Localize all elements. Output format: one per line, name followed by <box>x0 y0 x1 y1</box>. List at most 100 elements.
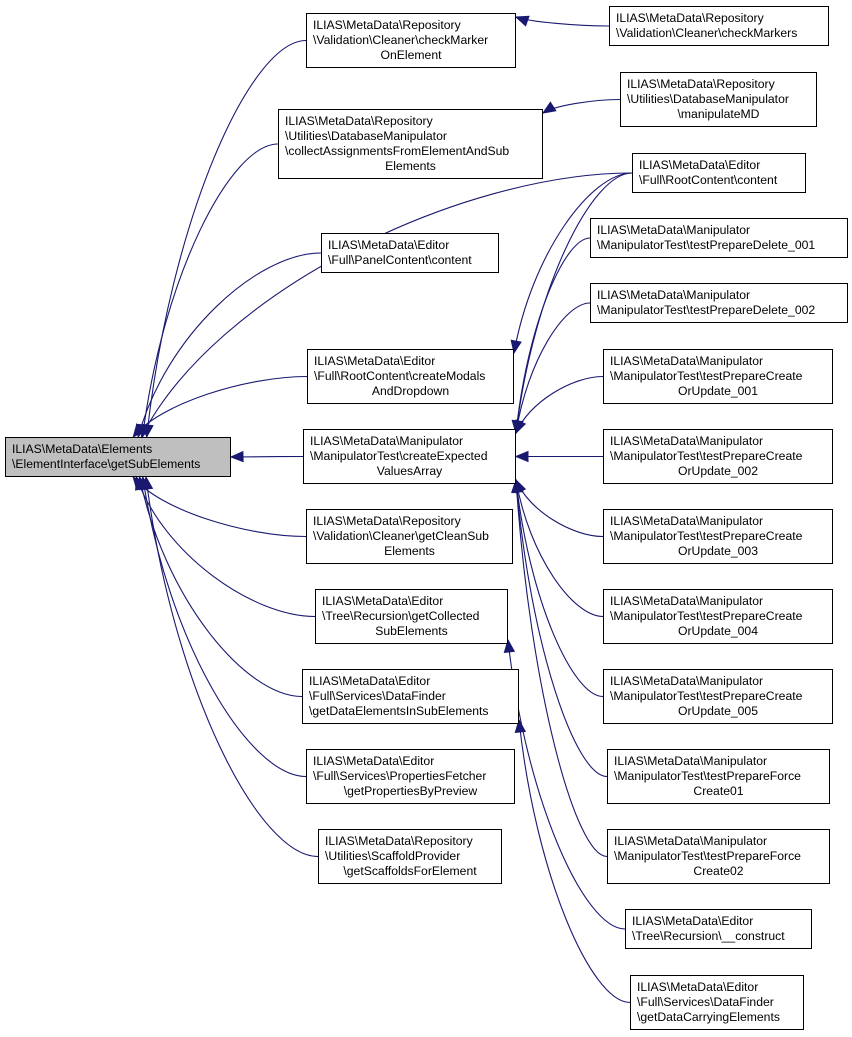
node-label-line: \ManipulatorTest\testPrepareForce <box>614 849 801 863</box>
node-label-line: \Full\Services\DataFinder <box>309 689 446 703</box>
node-label-line: \Utilities\DatabaseManipulator <box>285 129 447 143</box>
node-getCleanSubElements[interactable]: ILIAS\MetaData\Repository \Validation\Cl… <box>306 509 513 564</box>
node-testPrepareCreateOrUpdate-003[interactable]: ILIAS\MetaData\Manipulator \ManipulatorT… <box>603 509 833 564</box>
arrowhead-icon <box>514 718 527 734</box>
edge-r6-to-n5 <box>515 375 604 434</box>
node-label-line: ILIAS\MetaData\Editor <box>639 158 761 172</box>
edge-r3-to-n4 <box>513 172 633 354</box>
node-label-line: ILIAS\MetaData\Repository <box>285 114 433 128</box>
node-label-line: \ManipulatorTest\testPrepareCreate <box>610 449 803 463</box>
edge-r3-to-n5 <box>515 172 633 434</box>
node-label-line: ILIAS\MetaData\Manipulator <box>614 834 768 848</box>
node-collectAssignmentsFromElementAndSubElements[interactable]: ILIAS\MetaData\Repository \Utilities\Dat… <box>278 109 543 179</box>
node-label-line: \Full\RootContent\content <box>639 173 778 187</box>
edge-r9-to-n5 <box>515 479 604 618</box>
node-label-line: OrUpdate_005 <box>678 704 758 718</box>
edge-n8-to-root <box>139 476 303 698</box>
node-label-line: OnElement <box>380 48 442 62</box>
node-label-line: \Validation\Cleaner\checkMarker <box>313 33 489 47</box>
edge-r11-to-n5 <box>515 479 608 778</box>
arrowhead-icon <box>541 101 557 114</box>
node-label-line: ILIAS\MetaData\Manipulator <box>610 434 764 448</box>
edge-n6-to-root <box>132 476 307 538</box>
node-getPropertiesByPreview[interactable]: ILIAS\MetaData\Editor \Full\Services\Pro… <box>306 749 515 804</box>
node-label-line: Create02 <box>693 864 744 878</box>
node-label-line: ILIAS\MetaData\Editor <box>328 238 450 252</box>
node-testPrepareForceCreate02[interactable]: ILIAS\MetaData\Manipulator \ManipulatorT… <box>607 829 830 884</box>
node-label-line: ILIAS\MetaData\Editor <box>632 914 754 928</box>
node-recursion-construct[interactable]: ILIAS\MetaData\Editor \Tree\Recursion\__… <box>625 909 812 949</box>
edge-r14-to-n8 <box>518 719 631 1004</box>
node-checkMarkerOnElement[interactable]: ILIAS\MetaData\Repository \Validation\Cl… <box>306 13 516 68</box>
node-label-line: \ManipulatorTest\testPrepareCreate <box>610 689 803 703</box>
node-rootcontent-content[interactable]: ILIAS\MetaData\Editor \Full\RootContent\… <box>632 153 806 193</box>
node-label-line: ILIAS\MetaData\Manipulator <box>614 754 768 768</box>
arrowhead-icon <box>511 478 523 493</box>
edge-n3-to-root <box>137 252 322 438</box>
arrowhead-icon <box>141 475 154 491</box>
node-label-line: \Utilities\DatabaseManipulator <box>627 92 789 106</box>
edge-n2-to-root <box>141 143 279 438</box>
node-label-line: \Tree\Recursion\__construct <box>632 929 785 943</box>
node-label-line: \getDataElementsInSubElements <box>309 704 489 718</box>
node-testPrepareCreateOrUpdate-002[interactable]: ILIAS\MetaData\Manipulator \ManipulatorT… <box>603 429 833 484</box>
node-label-line: \manipulateMD <box>677 107 760 121</box>
node-label-line: OrUpdate_003 <box>678 544 758 558</box>
arrowhead-icon <box>229 450 244 463</box>
node-label-line: ILIAS\MetaData\Manipulator <box>597 288 751 302</box>
node-testPrepareCreateOrUpdate-005[interactable]: ILIAS\MetaData\Manipulator \ManipulatorT… <box>603 669 833 724</box>
node-testPrepareCreateOrUpdate-004[interactable]: ILIAS\MetaData\Manipulator \ManipulatorT… <box>603 589 833 644</box>
node-getDataCarryingElements[interactable]: ILIAS\MetaData\Editor \Full\Services\Dat… <box>630 975 804 1030</box>
node-label-line: \ElementInterface\getSubElements <box>12 457 201 471</box>
edge-n4-to-root <box>132 375 308 438</box>
node-checkMarkers[interactable]: ILIAS\MetaData\Repository \Validation\Cl… <box>609 6 829 46</box>
node-label-line: \ManipulatorTest\createExpected <box>310 449 488 463</box>
edge-r1-to-n1 <box>515 16 610 27</box>
arrowhead-icon <box>503 638 516 654</box>
node-getDataElementsInSubElements[interactable]: ILIAS\MetaData\Editor \Full\Services\Dat… <box>302 669 519 724</box>
node-label-line: ILIAS\MetaData\Repository <box>313 514 461 528</box>
node-label-line: \Utilities\ScaffoldProvider <box>325 849 461 863</box>
node-label-line: ValuesArray <box>376 464 443 478</box>
node-label-line: ILIAS\MetaData\Repository <box>616 11 764 25</box>
node-manipulateMD[interactable]: ILIAS\MetaData\Repository \Utilities\Dat… <box>620 72 817 127</box>
edge-r4-to-n5 <box>515 237 591 434</box>
node-label-line: Elements <box>384 544 435 558</box>
node-testPrepareDelete-001[interactable]: ILIAS\MetaData\Manipulator \ManipulatorT… <box>590 218 848 258</box>
node-createExpectedValuesArray[interactable]: ILIAS\MetaData\Manipulator \ManipulatorT… <box>303 429 516 484</box>
node-testPrepareDelete-002[interactable]: ILIAS\MetaData\Manipulator \ManipulatorT… <box>590 283 848 323</box>
node-getCollectedSubElements[interactable]: ILIAS\MetaData\Editor \Tree\Recursion\ge… <box>315 589 508 644</box>
edge-n7-to-root <box>135 476 316 618</box>
node-label-line: ILIAS\MetaData\Repository <box>325 834 473 848</box>
node-label-line: ILIAS\MetaData\Editor <box>313 754 435 768</box>
arrowhead-icon <box>511 419 524 435</box>
node-label-line: \ManipulatorTest\testPrepareForce <box>614 769 801 783</box>
node-label-line: OrUpdate_002 <box>678 464 758 478</box>
edge-n1-to-root <box>146 39 307 438</box>
edge-n10-to-root <box>145 476 319 858</box>
node-label-line: \ManipulatorTest\testPrepareDelete_001 <box>597 238 816 252</box>
node-label-line: \ManipulatorTest\testPrepareCreate <box>610 609 803 623</box>
node-label-line: ILIAS\MetaData\Editor <box>314 354 436 368</box>
node-label-line: Elements <box>385 159 436 173</box>
node-label-line: ILIAS\MetaData\Manipulator <box>597 223 751 237</box>
node-label-line: \getDataCarryingElements <box>637 1010 780 1024</box>
node-panelcontent-content[interactable]: ILIAS\MetaData\Editor \Full\PanelContent… <box>321 233 499 273</box>
node-label-line: ILIAS\MetaData\Repository <box>627 77 775 91</box>
node-testPrepareForceCreate01[interactable]: ILIAS\MetaData\Manipulator \ManipulatorT… <box>607 749 830 804</box>
node-label-line: OrUpdate_001 <box>678 384 758 398</box>
arrowhead-icon <box>514 450 529 463</box>
node-label-line: \collectAssignmentsFromElementAndSub <box>285 144 510 158</box>
node-getScaffoldsForElement[interactable]: ILIAS\MetaData\Repository \Utilities\Sca… <box>318 829 502 884</box>
node-label-line: ILIAS\MetaData\Manipulator <box>610 674 764 688</box>
node-root-getSubElements[interactable]: ILIAS\MetaData\Elements \ElementInterfac… <box>5 437 231 477</box>
node-label-line: \ManipulatorTest\testPrepareDelete_002 <box>597 303 816 317</box>
node-label-line: \Validation\Cleaner\getCleanSub <box>313 529 489 543</box>
node-testPrepareCreateOrUpdate-001[interactable]: ILIAS\MetaData\Manipulator \ManipulatorT… <box>603 349 833 404</box>
node-label-line: ILIAS\MetaData\Repository <box>313 18 461 32</box>
node-label-line: \ManipulatorTest\testPrepareCreate <box>610 529 803 543</box>
node-createModalsAndDropdown[interactable]: ILIAS\MetaData\Editor \Full\RootContent\… <box>307 349 514 404</box>
arrowhead-icon <box>132 423 146 439</box>
